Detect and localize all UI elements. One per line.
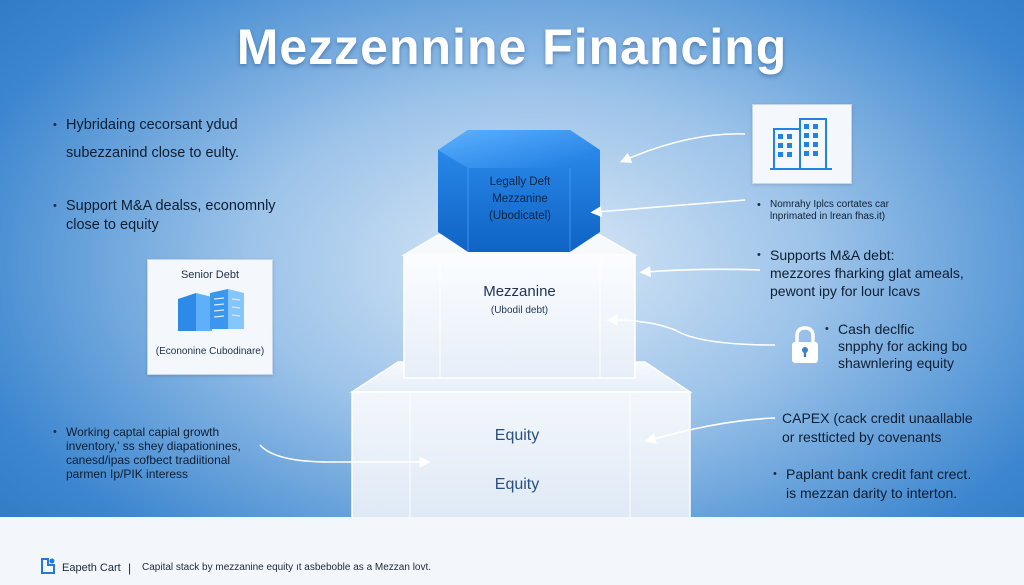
footer-separator: | bbox=[128, 561, 132, 575]
left-note-hybrid: Hybridaing cecorsant ydud subezzanind cl… bbox=[53, 116, 326, 163]
tier-legal-mezzanine-label: Legally Deft Mezzanine (Ubodicatel) bbox=[440, 174, 600, 225]
right-note-capex: CAPEX (cack credit unaallable or resttic… bbox=[782, 409, 1022, 447]
right-note-bank-credit: Paplant bank credit fant crect. is mezza… bbox=[773, 465, 1016, 503]
left-note-line: canesd/ipas cofbect tradiitional bbox=[66, 453, 231, 467]
right-note-line: shawnlering equity bbox=[838, 355, 954, 371]
left-note-line: subezzanind close to eulty. bbox=[66, 145, 240, 161]
right-note-ma-debt: Supports M&A debt: mezzores fharking gla… bbox=[757, 246, 1010, 300]
right-note-line: lnprimated in lrean fhas.it) bbox=[770, 211, 886, 222]
footer bbox=[0, 517, 1024, 585]
senior-debt-title: Senior Debt bbox=[180, 269, 240, 281]
brand-logo-icon bbox=[41, 558, 55, 574]
left-note-line: Working captal capial growth bbox=[66, 425, 220, 439]
right-note-line: Nomrahy Iplcs cortates car bbox=[770, 199, 889, 210]
tier-label-line: Mezzanine bbox=[492, 193, 548, 205]
tier-equity-label-1: Equity bbox=[494, 427, 540, 444]
right-note-line: or restticted by covenants bbox=[782, 429, 942, 445]
tier-equity bbox=[349, 361, 693, 529]
right-note-nominally: Nomrahy Iplcs cortates car lnprimated in… bbox=[757, 199, 1000, 223]
senior-debt-caption: (Econonine Cubodinare) bbox=[155, 346, 265, 357]
building-card bbox=[752, 104, 852, 184]
lock-icon bbox=[792, 326, 818, 363]
tier-equity-label-2: Equity bbox=[494, 476, 540, 493]
right-note-line: Cash declfic bbox=[838, 321, 915, 337]
tier-label-line: Legally Deft bbox=[489, 176, 551, 188]
footer-brand: Eapeth Cart bbox=[62, 562, 121, 574]
right-note-line: mezzores fharking glat ameals, bbox=[770, 265, 964, 281]
left-note-line: Support M&A dealss, economnly bbox=[66, 198, 276, 214]
left-note-line: Hybridaing cecorsant ydud bbox=[66, 117, 238, 133]
page-title: Mezzennine Financing bbox=[236, 19, 788, 75]
right-note-line: pewont ipy for lour lcavs bbox=[770, 283, 921, 299]
tier-mezzanine-title: Mezzanine bbox=[483, 283, 556, 300]
arrows bbox=[259, 133, 776, 468]
right-note-line: snpphy for acking bo bbox=[838, 338, 968, 354]
tier-mezzanine bbox=[401, 234, 638, 379]
right-note-line: Supports M&A debt: bbox=[770, 247, 895, 263]
left-note-ma: Support M&A dealss, economnly close to e… bbox=[53, 197, 326, 235]
right-note-line: Paplant bank credit fant crect. bbox=[786, 466, 972, 482]
left-note-line: close to equity bbox=[66, 217, 159, 233]
tier-legal-mezzanine bbox=[438, 130, 600, 252]
footer-caption: Capital stack by mezzanine equity ıt asb… bbox=[142, 562, 432, 573]
tier-mezzanine-subtitle: (Ubodil debt) bbox=[490, 305, 549, 316]
right-note-cash: Cash declfic snpphy for acking bo shawnl… bbox=[825, 321, 1018, 372]
right-note-line: is mezzan darity to interton. bbox=[786, 485, 958, 501]
tier-label-line: (Ubodicatel) bbox=[489, 210, 551, 222]
senior-debt-card: Senior Debt (Econonine Cubodinare) bbox=[147, 259, 273, 375]
left-note-line: inventory,' ss shey diapationines, bbox=[66, 439, 241, 453]
left-note-line: parmen Ip/PIK interess bbox=[66, 467, 189, 481]
building-icon bbox=[770, 118, 832, 170]
server-rack-icon bbox=[178, 289, 244, 331]
left-note-working-capital: Working captal capial growth inventory,'… bbox=[53, 425, 296, 481]
right-note-line: CAPEX (cack credit unaallable bbox=[782, 410, 973, 426]
